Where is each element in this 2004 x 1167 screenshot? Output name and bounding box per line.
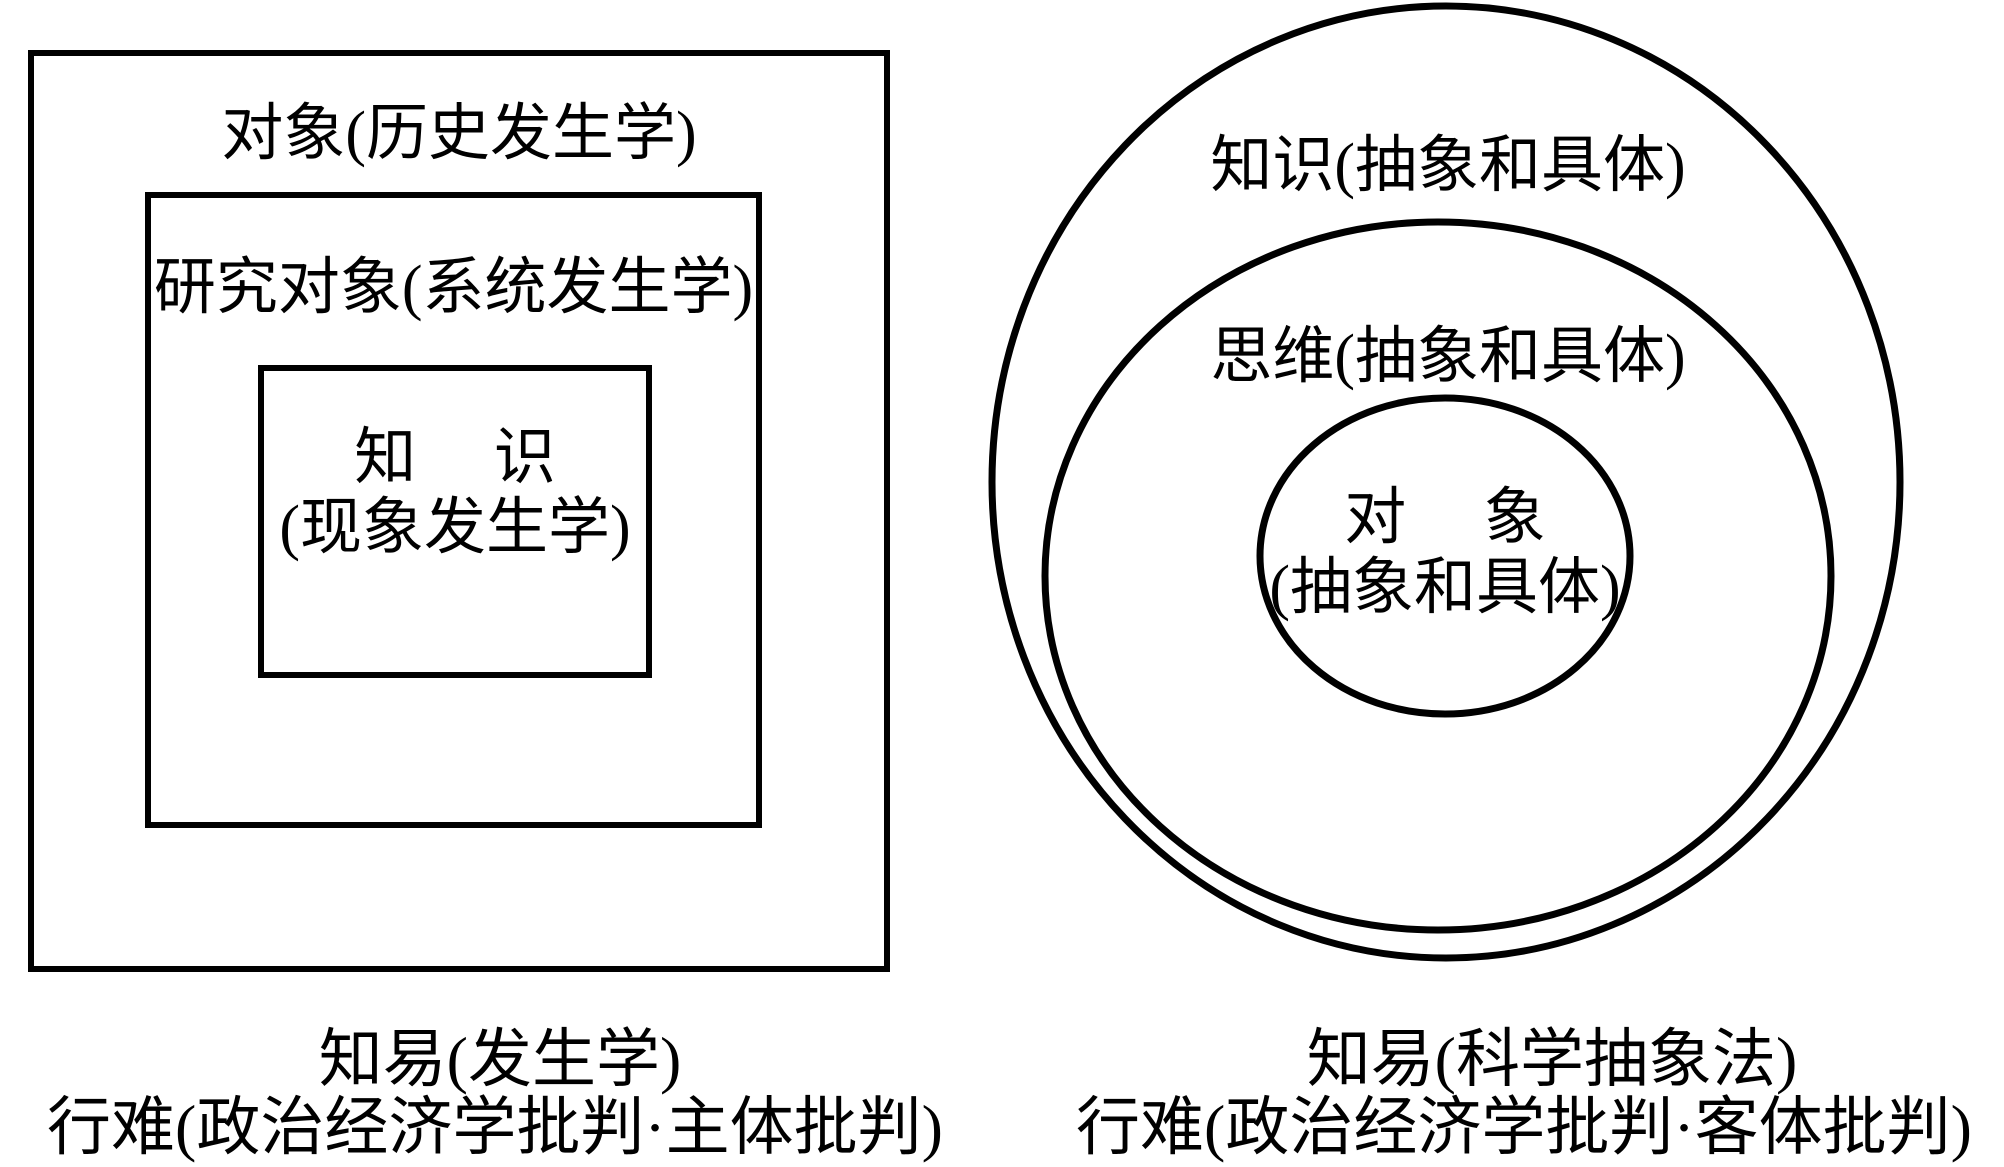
right-caption-line2: 行难(政治经济学批判·客体批判) bbox=[1076, 1092, 1972, 1163]
right-outer-label: 知识(抽象和具体) bbox=[1210, 132, 1686, 200]
right-inner-label-line1: 对 象 bbox=[1344, 484, 1546, 552]
left-middle-label: 研究对象(系统发生学) bbox=[153, 254, 754, 322]
right-outer-ellipse bbox=[988, 2, 1904, 962]
left-inner-label-line2: (现象发生学) bbox=[279, 494, 631, 562]
left-inner-rectangle bbox=[258, 365, 652, 678]
left-outer-rectangle bbox=[28, 50, 890, 972]
left-inner-label-line1: 知 识 bbox=[354, 424, 556, 492]
left-caption-line1: 知易(发生学) bbox=[318, 1024, 682, 1095]
right-caption-line1: 知易(科学抽象法) bbox=[1306, 1024, 1798, 1095]
right-inner-ellipse bbox=[1256, 394, 1634, 718]
right-middle-label: 思维(抽象和具体) bbox=[1210, 323, 1686, 391]
right-middle-ellipse bbox=[1041, 218, 1835, 934]
right-inner-label-line2: (抽象和具体) bbox=[1269, 554, 1621, 622]
left-caption-line2: 行难(政治经济学批判·主体批判) bbox=[47, 1092, 943, 1163]
left-middle-rectangle bbox=[145, 192, 762, 828]
left-outer-label: 对象(历史发生学) bbox=[221, 100, 697, 168]
